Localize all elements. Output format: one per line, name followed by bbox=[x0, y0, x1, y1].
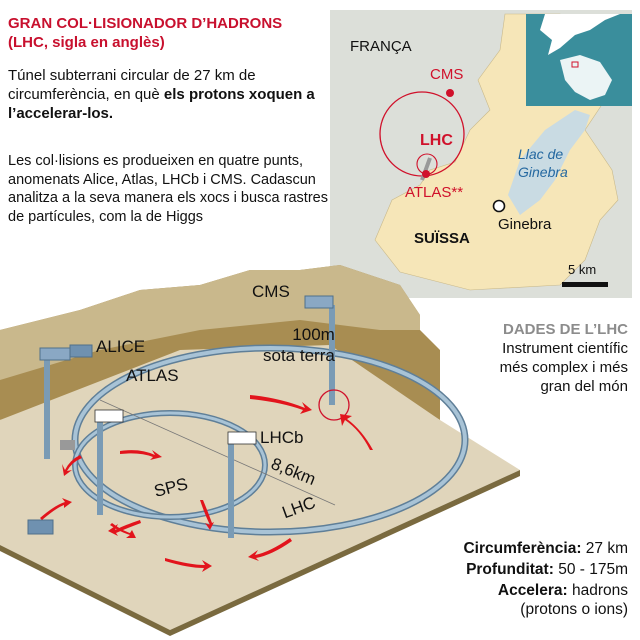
intro-plain: Túnel subterrani circular de 27 km de ci… bbox=[8, 67, 256, 103]
fact-circumference: Circumferència: 27 km bbox=[463, 538, 628, 559]
fact-accelerates-detail: (protons o ions) bbox=[463, 601, 628, 618]
lhc-data-summary: DADES DE L’LHC Instrument científic més … bbox=[500, 320, 628, 396]
fact-value: (protons o ions) bbox=[520, 601, 628, 618]
europe-inset-map bbox=[526, 14, 632, 106]
lhc-facts: Circumferència: 27 km Profunditat: 50 - … bbox=[463, 538, 628, 618]
map-label-lake: Llac de Ginebra bbox=[518, 145, 568, 181]
fact-label: Accelera: bbox=[497, 582, 568, 599]
lhc-3d-diagram bbox=[0, 265, 520, 636]
map-label-france: FRANÇA bbox=[350, 38, 412, 55]
lake-line-1: Llac de bbox=[518, 146, 564, 162]
title-line-1: GRAN COL·LISIONADOR D’HADRONS bbox=[8, 15, 283, 32]
dades-line-3: gran del món bbox=[540, 378, 628, 395]
fact-value: 27 km bbox=[581, 540, 628, 557]
label-alice: ALICE bbox=[96, 337, 146, 356]
fact-value: 50 - 175m bbox=[553, 561, 628, 578]
map-scale-label: 5 km bbox=[568, 262, 597, 277]
map-label-geneva: Ginebra bbox=[498, 216, 552, 233]
description-text: Les col·lisions es produeixen en quatre … bbox=[8, 153, 328, 225]
fact-label: Profunditat: bbox=[466, 561, 554, 578]
dades-line-1: Instrument científic bbox=[502, 340, 628, 357]
intro-bold: els protons xoquen a l’accelerar-los. bbox=[8, 86, 315, 122]
fact-accelerates: Accelera: hadrons bbox=[463, 580, 628, 601]
fact-depth: Profunditat: 50 - 175m bbox=[463, 559, 628, 580]
beam-direction-arrows bbox=[40, 395, 373, 572]
map-label-atlas: ATLAS** bbox=[405, 184, 464, 201]
depth-line-2: sota terra bbox=[263, 346, 335, 365]
label-cms: CMS bbox=[252, 282, 290, 301]
lake-line-2: Ginebra bbox=[518, 164, 568, 180]
intro-text: Túnel subterrani circular de 27 km de ci… bbox=[8, 66, 328, 123]
label-depth: 100m sota terra bbox=[263, 324, 335, 366]
map-label-lhc: LHC bbox=[420, 132, 453, 149]
title-line-2: (LHC, sigla en anglès) bbox=[8, 34, 165, 51]
map-label-cms: CMS bbox=[430, 66, 464, 83]
label-lhcb: LHCb bbox=[260, 428, 304, 447]
dades-heading: DADES DE L’LHC bbox=[502, 321, 628, 338]
label-atlas: ATLAS bbox=[126, 366, 179, 385]
depth-line-1: 100m bbox=[292, 325, 335, 344]
map-label-switzerland: SUÏSSA bbox=[414, 230, 470, 247]
fact-label: Circumferència: bbox=[463, 540, 582, 557]
fact-value: hadrons bbox=[567, 582, 628, 599]
dades-line-2: més complex i més bbox=[499, 359, 628, 376]
page-title: GRAN COL·LISIONADOR D’HADRONS (LHC, sigl… bbox=[8, 14, 282, 52]
